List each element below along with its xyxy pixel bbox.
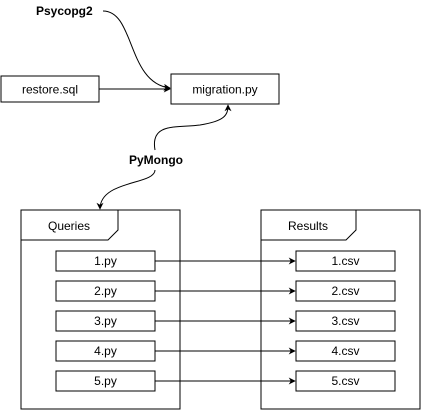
queries-frame-title: Queries bbox=[48, 219, 90, 233]
result-file-label: 2.csv bbox=[331, 284, 359, 298]
result-file-box bbox=[295, 370, 396, 392]
query-file-row-4: 4.py bbox=[55, 340, 156, 362]
results-frame-tab bbox=[261, 210, 357, 241]
psycopg2-to-migration-edge bbox=[102, 10, 171, 91]
restore-sql-node bbox=[0, 75, 100, 103]
pymongo-to-queries-edge bbox=[96, 169, 156, 210]
result-file-box bbox=[295, 310, 396, 332]
result-file-box bbox=[295, 280, 396, 302]
query-file-label: 2.py bbox=[94, 284, 117, 298]
query-file-label: 3.py bbox=[94, 314, 117, 328]
restore-sql-label: restore.sql bbox=[22, 83, 78, 97]
queries-frame-tab bbox=[21, 210, 119, 241]
result-file-label: 3.csv bbox=[331, 314, 359, 328]
result-file-label: 5.csv bbox=[331, 374, 359, 388]
migration-py-node bbox=[170, 73, 280, 105]
query-file-label: 1.py bbox=[94, 254, 117, 268]
psycopg2-label: Psycopg2 bbox=[36, 4, 93, 18]
results-frame-title: Results bbox=[288, 219, 328, 233]
result-file-label: 1.csv bbox=[331, 254, 359, 268]
result-file-box bbox=[295, 250, 396, 272]
migration-py-label: migration.py bbox=[192, 83, 257, 97]
result-file-box bbox=[295, 340, 396, 362]
query-file-row-5: 5.py bbox=[55, 370, 156, 392]
query-file-row-2: 2.py bbox=[55, 280, 156, 302]
result-file-row-5: 5.csv bbox=[295, 370, 396, 392]
result-file-row-1: 1.csv bbox=[295, 250, 396, 272]
pymongo-label: PyMongo bbox=[129, 153, 183, 167]
query-file-row-3: 3.py bbox=[55, 310, 156, 332]
result-file-row-2: 2.csv bbox=[295, 280, 396, 302]
pymongo-to-migration-edge bbox=[154, 104, 232, 151]
query-file-label: 4.py bbox=[94, 344, 117, 358]
result-file-label: 4.csv bbox=[331, 344, 359, 358]
query-file-row-1: 1.py bbox=[55, 250, 156, 272]
result-file-row-3: 3.csv bbox=[295, 310, 396, 332]
query-file-label: 5.py bbox=[94, 374, 117, 388]
result-file-row-4: 4.csv bbox=[295, 340, 396, 362]
